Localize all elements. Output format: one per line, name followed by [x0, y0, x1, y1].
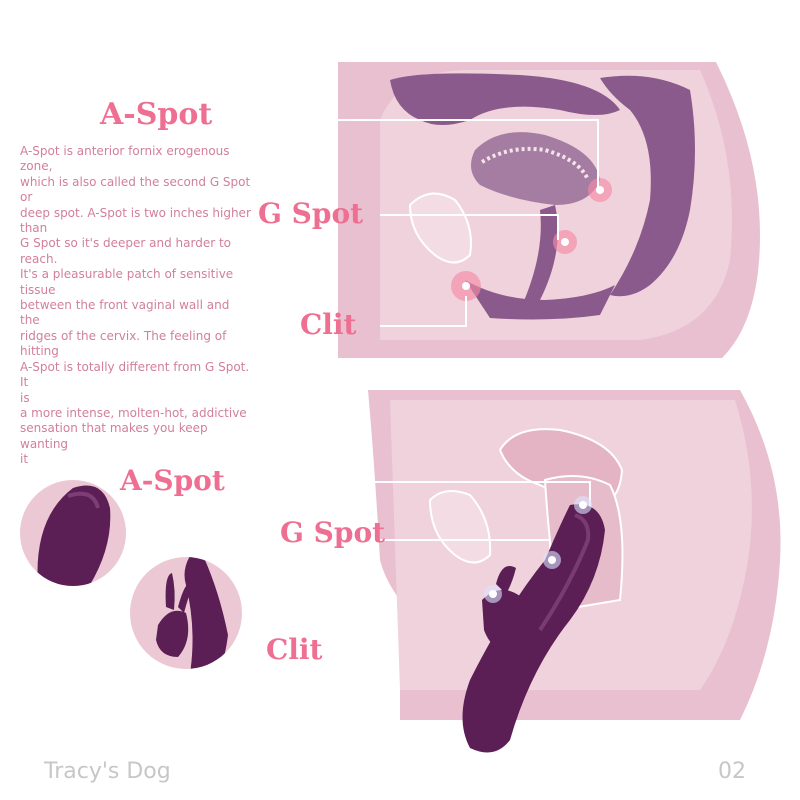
- description-line: G Spot so it's deeper and harder to: [20, 236, 232, 251]
- description-line: sensation that makes you keep wanting: [20, 421, 208, 451]
- g-spot-label-bottom: G Spot: [280, 516, 386, 549]
- page-number: 02: [718, 759, 746, 784]
- description-line: it: [20, 452, 29, 467]
- a-spot-heading: A-Spot: [100, 97, 213, 132]
- brand-name: Tracy's Dog: [44, 759, 171, 784]
- g-spot-label-top: G Spot: [258, 197, 364, 230]
- description-line: ridges of the cervix. The feeling of: [20, 328, 227, 343]
- description-line: A-Spot is totally different from G Spot.…: [20, 359, 250, 390]
- description-line: hitting: [20, 344, 59, 359]
- description-line: between the front vaginal wall and the: [20, 298, 230, 328]
- clit-label-bottom: Clit: [266, 633, 323, 666]
- clit-closeup: [130, 557, 242, 669]
- a-spot-description: A-Spot is anterior fornix erogenous zone…: [20, 144, 252, 468]
- clit-label-top: Clit: [300, 308, 357, 341]
- description-line: than: [20, 221, 48, 236]
- description-line: which is also called the second G Spot: [20, 174, 251, 189]
- description-line: a more intense, molten-hot, addictive: [20, 405, 247, 420]
- description-line: A-Spot is anterior fornix erogenous: [20, 144, 230, 158]
- description-line: is: [20, 390, 30, 405]
- description-line: tissue: [20, 282, 56, 297]
- a-spot-closeup: [20, 480, 126, 586]
- description-line: deep spot. A-Spot is two inches higher: [20, 205, 251, 220]
- description-line: It's a pleasurable patch of sensitive: [20, 267, 234, 282]
- description-line: zone,: [20, 159, 53, 174]
- description-line: or: [20, 190, 33, 205]
- description-line: reach.: [20, 251, 58, 266]
- a-spot-label-bottom: A-Spot: [120, 464, 225, 497]
